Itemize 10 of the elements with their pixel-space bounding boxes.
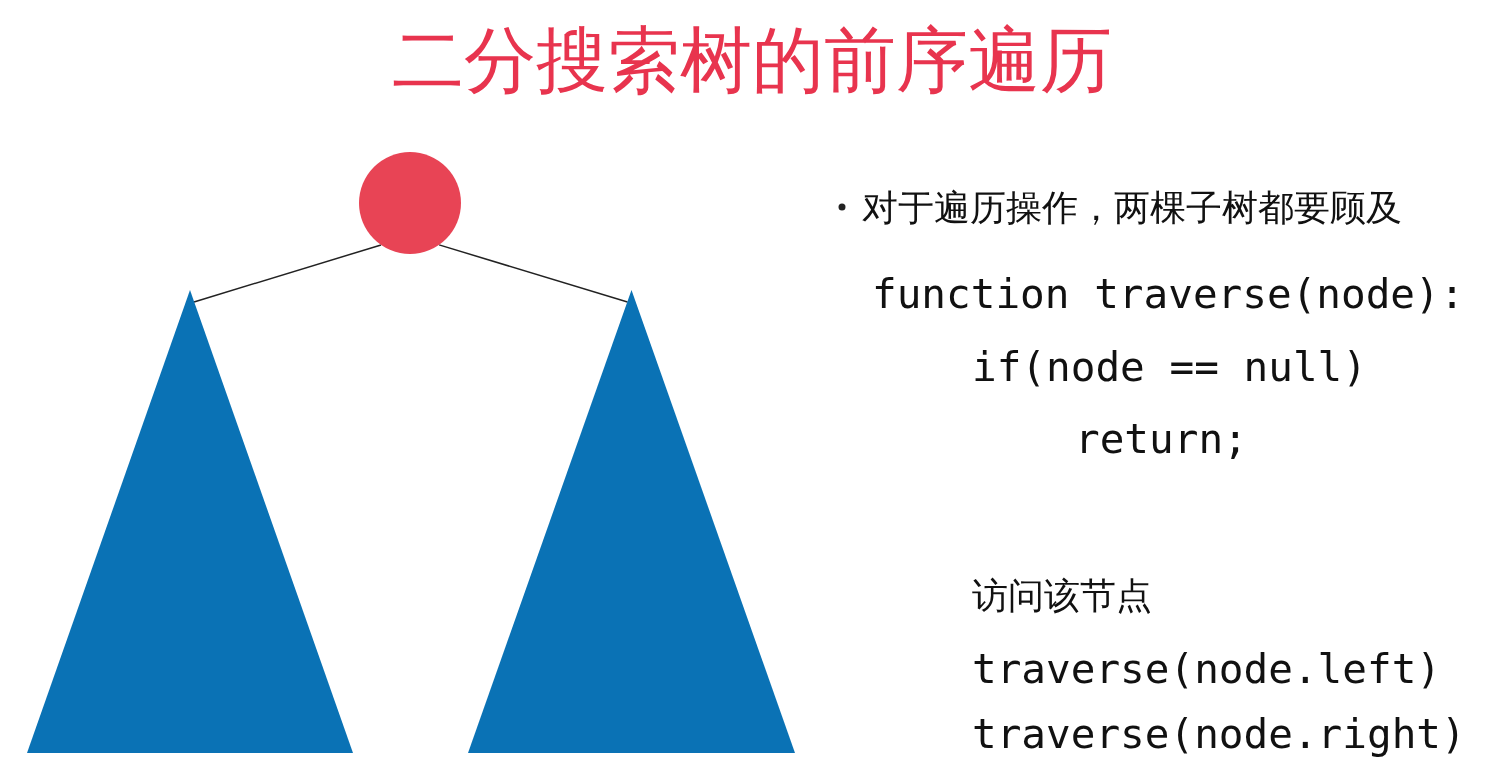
code-line: return; (1075, 415, 1248, 463)
connector-line (193, 244, 382, 303)
code-line: function traverse(node): (872, 270, 1465, 318)
title: 二分搜索树的前序遍历 (391, 17, 1113, 104)
code-line: traverse(node.left) (972, 645, 1441, 693)
code-comment: 访问该节点 (972, 574, 1152, 618)
connector-line (438, 244, 629, 303)
code-line: if(node == null) (972, 343, 1367, 391)
bullet-text: 对于遍历操作，两棵子树都要顾及 (862, 186, 1402, 230)
code-line: traverse(node.right) (972, 710, 1466, 758)
